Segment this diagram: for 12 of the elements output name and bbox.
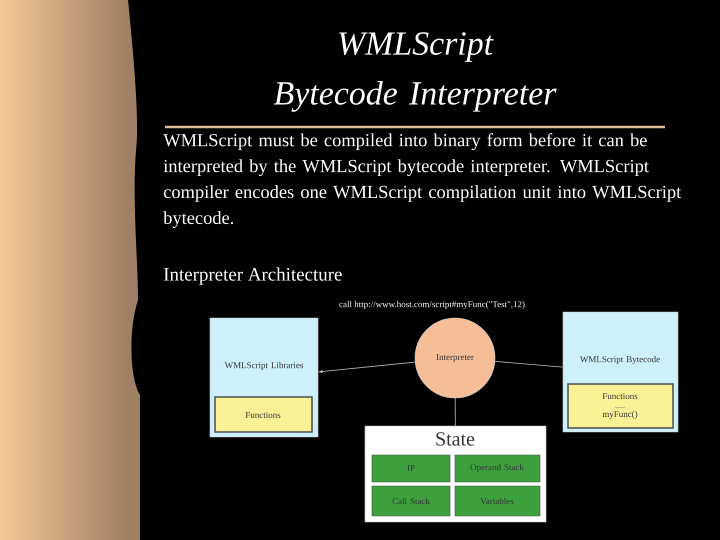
heading: Interpreter Architecture	[164, 267, 342, 285]
connector	[494, 361, 564, 368]
state-cell: Variables	[454, 486, 540, 516]
function-box: Functions	[214, 396, 313, 433]
call-label: call http://www.host.com/script#myFunc("Test",12)	[339, 300, 525, 310]
connector	[454, 398, 456, 426]
title: WMLScript Bytecode Interpreter	[274, 32, 557, 112]
function-box: Functions myFunc()	[567, 383, 674, 429]
paragraph: WMLScript must be compiled into binary form before it can be interpreted by the WMLScript bytecode interpreter. WMLScript compiler encodes one WMLScript compilation unit into WMLScript bytecode.	[163, 133, 682, 228]
state-cell: IP	[372, 454, 450, 482]
state-cell: Call Stack	[372, 486, 450, 516]
state-cell: Operand Stack	[454, 454, 540, 482]
